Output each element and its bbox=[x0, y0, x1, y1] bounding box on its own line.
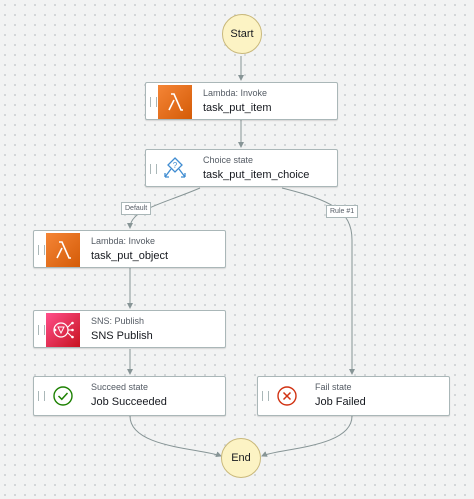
state-name-label: task_put_item bbox=[203, 102, 272, 114]
state-type-label: Lambda: Invoke bbox=[203, 88, 268, 98]
start-node[interactable]: Start bbox=[222, 14, 262, 54]
end-label: End bbox=[231, 452, 251, 464]
state-type-label: Choice state bbox=[203, 155, 254, 165]
state-task-put-item[interactable]: Lambda: Invoke task_put_item bbox=[145, 82, 338, 120]
state-name-label: Job Failed bbox=[315, 396, 366, 408]
state-type-label: Fail state bbox=[315, 382, 352, 392]
drag-handle[interactable] bbox=[150, 97, 157, 107]
edge-succeed-to-end bbox=[129, 415, 222, 458]
drag-handle[interactable] bbox=[262, 391, 269, 401]
x-circle-icon bbox=[270, 379, 304, 413]
state-type-label: Succeed state bbox=[91, 382, 149, 392]
drag-handle[interactable] bbox=[38, 391, 45, 401]
end-node[interactable]: End bbox=[221, 438, 261, 478]
state-sns-publish[interactable]: SNS: Publish SNS Publish bbox=[33, 310, 226, 348]
check-circle-icon bbox=[46, 379, 80, 413]
drag-handle[interactable] bbox=[38, 325, 45, 335]
lambda-icon bbox=[158, 85, 192, 119]
state-task-put-item-choice[interactable]: ? Choice state task_put_item_choice bbox=[145, 149, 338, 187]
lambda-icon bbox=[46, 233, 80, 267]
state-type-label: Lambda: Invoke bbox=[91, 236, 156, 246]
state-job-failed[interactable]: Fail state Job Failed bbox=[257, 376, 450, 416]
drag-handle[interactable] bbox=[150, 164, 157, 174]
state-type-label: SNS: Publish bbox=[91, 316, 145, 326]
state-task-put-object[interactable]: Lambda: Invoke task_put_object bbox=[33, 230, 226, 268]
choice-icon: ? bbox=[158, 152, 192, 186]
state-name-label: task_put_item_choice bbox=[203, 169, 310, 181]
sns-icon bbox=[46, 313, 80, 347]
state-job-succeeded[interactable]: Succeed state Job Succeeded bbox=[33, 376, 226, 416]
start-label: Start bbox=[230, 28, 254, 40]
edge-label-rule-1: Rule #1 bbox=[326, 205, 359, 218]
state-name-label: Job Succeeded bbox=[91, 396, 167, 408]
edge-fail-to-end bbox=[261, 415, 353, 457]
edge-label-default: Default bbox=[121, 202, 152, 215]
state-name-label: SNS Publish bbox=[91, 330, 153, 342]
svg-text:?: ? bbox=[173, 161, 178, 170]
drag-handle[interactable] bbox=[38, 245, 45, 255]
state-name-label: task_put_object bbox=[91, 250, 169, 262]
